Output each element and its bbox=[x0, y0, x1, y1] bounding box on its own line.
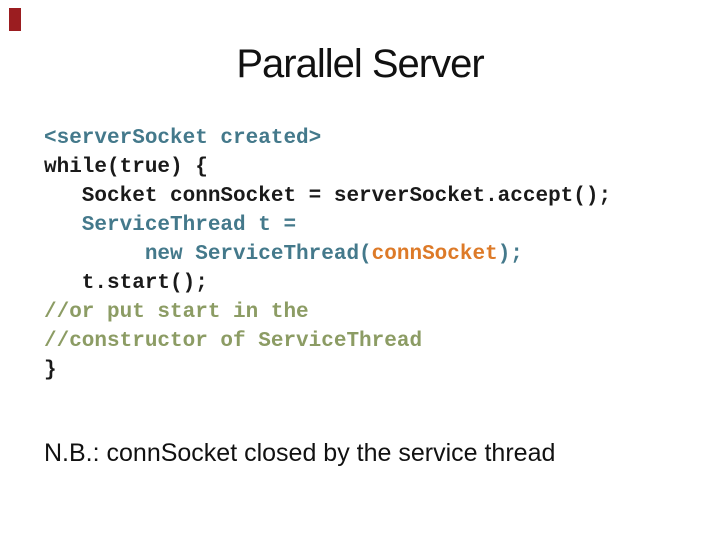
code-segment: } bbox=[44, 359, 57, 382]
note-text: N.B.: connSocket closed by the service t… bbox=[44, 439, 556, 467]
code-line: ServiceThread t = bbox=[44, 211, 611, 240]
code-line: } bbox=[44, 356, 611, 385]
code-line: <serverSocket created> bbox=[44, 124, 611, 153]
code-segment: while(true) { bbox=[44, 156, 208, 179]
code-segment: ServiceThread t = bbox=[44, 214, 297, 237]
code-segment: connSocket bbox=[371, 243, 498, 266]
code-line: //constructor of ServiceThread bbox=[44, 327, 611, 356]
code-line: t.start(); bbox=[44, 269, 611, 298]
code-line: new ServiceThread(connSocket); bbox=[44, 240, 611, 269]
code-block: <serverSocket created> while(true) { Sock… bbox=[44, 124, 611, 385]
code-segment: //or put start in the bbox=[44, 301, 309, 324]
corner-mark bbox=[9, 8, 21, 31]
code-segment: t.start(); bbox=[44, 272, 208, 295]
slide-title: Parallel Server bbox=[236, 42, 484, 86]
code-segment: <serverSocket created> bbox=[44, 127, 322, 150]
code-segment: //constructor of ServiceThread bbox=[44, 330, 423, 353]
code-line: Socket connSocket = serverSocket.accept(… bbox=[44, 182, 611, 211]
code-segment: new ServiceThread( bbox=[44, 243, 372, 266]
code-segment: ); bbox=[497, 243, 523, 266]
code-segment: Socket connSocket = serverSocket.accept(… bbox=[44, 185, 612, 208]
code-line: while(true) { bbox=[44, 153, 611, 182]
code-line: //or put start in the bbox=[44, 298, 611, 327]
